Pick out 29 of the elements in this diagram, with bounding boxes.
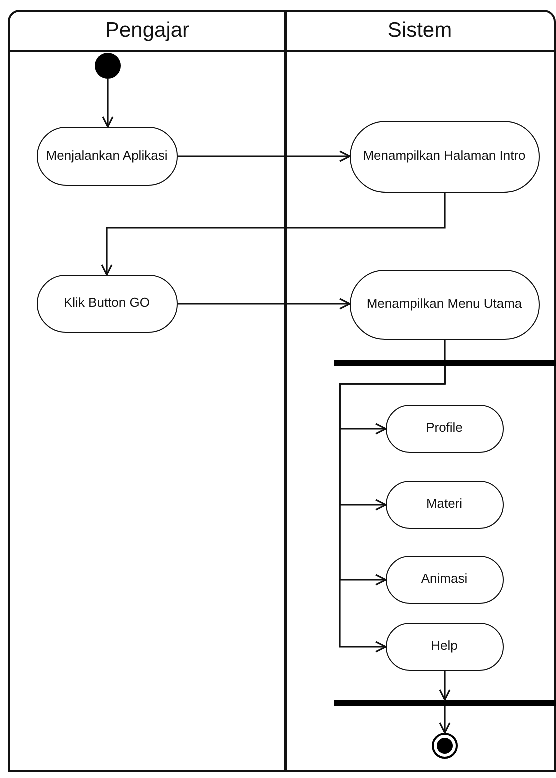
join-bar <box>334 700 556 706</box>
arrow <box>101 193 446 276</box>
activity-label: Materi <box>426 496 463 513</box>
lane-title: Sistem <box>388 19 452 43</box>
end-node <box>432 732 458 758</box>
fork-bar <box>334 360 556 366</box>
activity-label: Menampilkan Halaman Intro <box>363 148 526 165</box>
lane-title: Pengajar <box>105 19 190 43</box>
activity-node <box>36 126 178 186</box>
arrow <box>339 366 446 653</box>
arrow <box>439 671 451 701</box>
activity-node <box>386 480 504 528</box>
swimlane <box>8 10 287 772</box>
arrow <box>178 150 351 162</box>
activity-label: Menampilkan Menu Utama <box>366 296 522 313</box>
arrow <box>439 706 451 734</box>
arrow <box>178 298 351 310</box>
activity-label: Menjalankan Aplikasi <box>46 148 168 164</box>
activity-node <box>386 556 504 604</box>
activity-node <box>36 274 178 332</box>
activity-label: Klik Button GO <box>64 295 150 312</box>
swimlane <box>284 10 556 772</box>
activity-label: Help <box>431 638 458 655</box>
arrow <box>102 79 114 128</box>
start-node <box>94 52 120 78</box>
activity-label: Animasi <box>421 571 468 588</box>
activity-node <box>386 622 504 670</box>
activity-label: Profile <box>426 420 463 437</box>
activity-node <box>386 404 504 452</box>
